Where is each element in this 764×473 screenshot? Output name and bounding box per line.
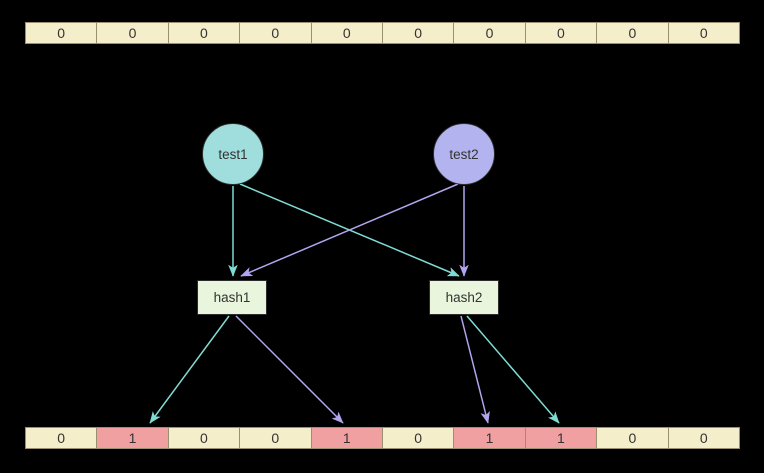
result-bit-cell-4: 1 [311,428,384,448]
result-bit-cell-1: 1 [97,428,169,448]
initial-bit-cell-0: 0 [26,23,98,43]
node-hash2-label: hash2 [445,290,483,305]
initial-bit-cell-9: 0 [668,23,740,43]
node-test1-label: test1 [218,146,248,162]
initial-bit-cell-8: 0 [597,23,669,43]
initial-bit-cell-4: 0 [311,23,384,43]
edge-hash1-to-bit-1 [149,315,230,424]
result-bit-cell-8: 0 [597,428,669,448]
result-bit-cell-3: 0 [240,428,312,448]
initial-bit-cell-6: 0 [454,23,526,43]
result-bit-cell-2: 0 [168,428,241,448]
edge-hash2-to-bit-7 [466,315,560,424]
result-bit-cell-0: 0 [26,428,98,448]
edge-test1-to-hash2 [239,183,460,277]
initial-bit-cell-7: 0 [525,23,598,43]
node-test1[interactable]: test1 [202,123,264,185]
edge-hash2-to-bit-6 [460,315,490,424]
edge-hash1-to-bit-4 [235,315,344,424]
initial-bit-cell-2: 0 [168,23,241,43]
result-bit-cell-5: 0 [383,428,455,448]
result-bit-cell-7: 1 [525,428,598,448]
node-test2-label: test2 [449,146,479,162]
node-hash2[interactable]: hash2 [429,280,499,315]
node-hash1-label: hash1 [213,290,251,305]
edge-test2-to-hash1 [240,183,459,277]
node-hash1[interactable]: hash1 [197,280,267,315]
initial-bit-cell-5: 0 [383,23,455,43]
result-bit-cell-6: 1 [454,428,526,448]
result-bit-cell-9: 0 [668,428,740,448]
initial-bit-cell-3: 0 [240,23,312,43]
initial-bit-cell-1: 0 [97,23,169,43]
node-test2[interactable]: test2 [433,123,495,185]
